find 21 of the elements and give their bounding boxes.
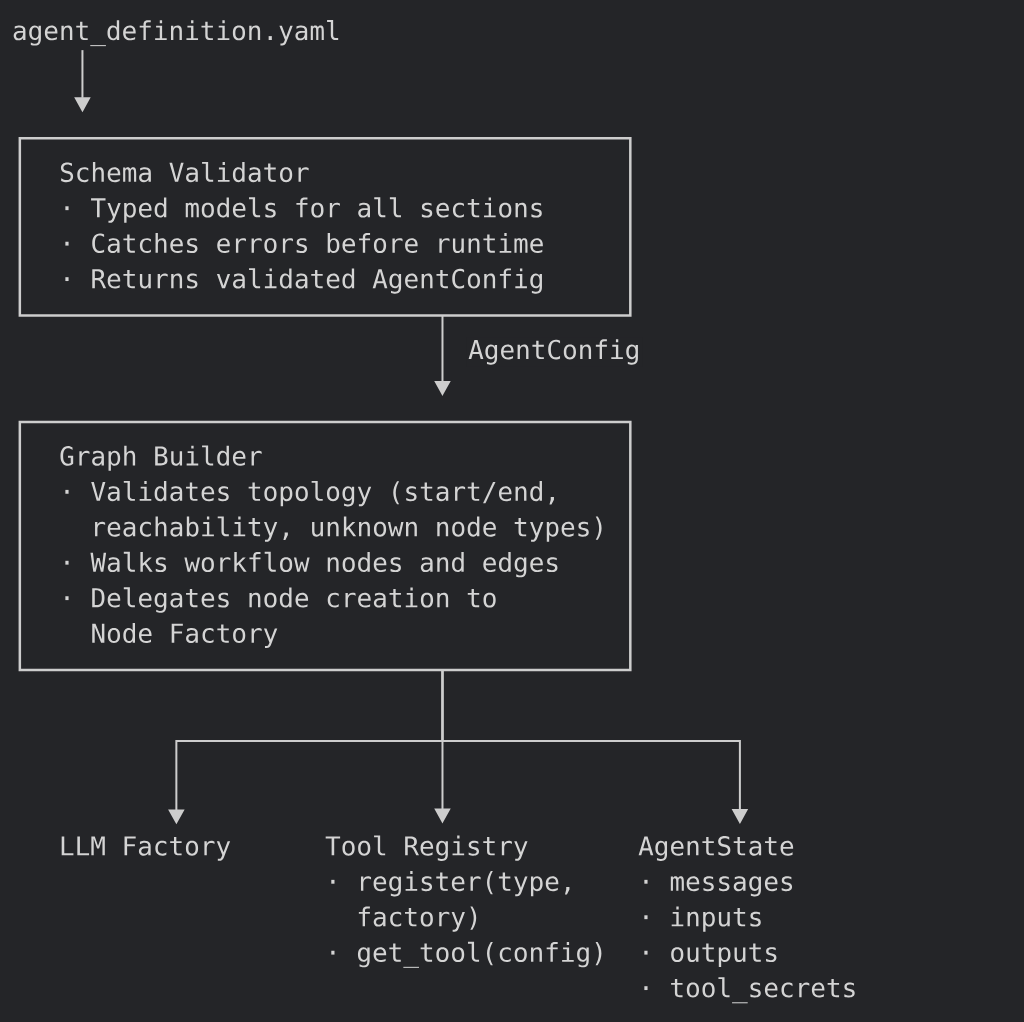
box-heading: Graph Builder [60, 445, 262, 471]
bullet-item: · inputs [644, 906, 761, 932]
file-name: agent_definition.yaml [13, 20, 339, 47]
list-heading: LLM Factory [61, 836, 231, 861]
list-heading: Tool Registry [325, 835, 528, 861]
bullet-item: · Delegates node creation to Node Factory [65, 587, 496, 649]
bullet-item: · tool_secrets [644, 977, 855, 1004]
bullet-item: · Walks workflow nodes and edges [65, 551, 558, 578]
bullet-item: · register(type, factory) [331, 871, 570, 932]
list-heading: AgentState [638, 836, 794, 861]
process-box [18, 137, 632, 317]
bullet-item: · Validates topology (start/end, reachability, unknown node types) [65, 480, 602, 542]
bullet-item: · Catches errors before runtime [65, 232, 543, 254]
edge-label: AgentConfig [466, 337, 643, 367]
bullet-item: · Returns validated AgentConfig [65, 268, 542, 294]
bullet-item: · Typed models for all sections [65, 197, 542, 223]
box-heading: Schema Validator [60, 161, 309, 183]
bullet-item: · messages [644, 876, 793, 897]
bullet-item: · outputs [644, 943, 777, 968]
process-box [18, 420, 632, 672]
bullet-item: · get_tool(config) [331, 941, 602, 968]
